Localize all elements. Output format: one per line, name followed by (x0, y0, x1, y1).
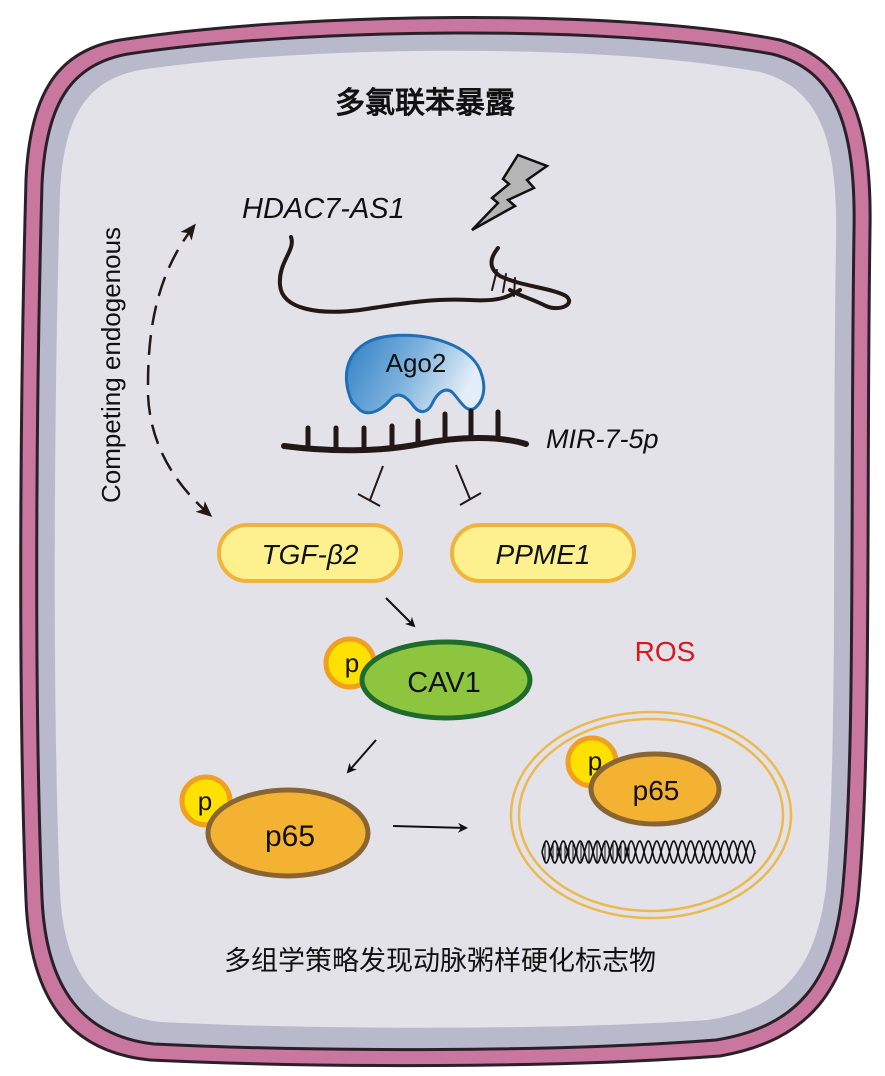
cytoplasm (54, 50, 837, 1028)
ago2-label: Ago2 (386, 348, 447, 378)
mirna-strand (281, 408, 529, 454)
ppme1-node: PPME1 (450, 523, 636, 583)
p65-cytoplasm-label: p65 (265, 820, 315, 853)
cav1-label: CAV1 (407, 667, 481, 699)
dna-strand (541, 840, 756, 864)
inhibition-arrow-ppme1 (455, 464, 482, 506)
mirna-label: MIR-7-5p (546, 424, 659, 454)
dna-strand (541, 840, 756, 864)
arrow-cav1-to-p65 (346, 739, 377, 774)
arrow-to-nucleus (392, 822, 468, 833)
cav1-phospho-label: p (345, 648, 359, 678)
p65-cytoplasm-phospho-label: p (198, 786, 212, 816)
tgf-beta2-label: TGF-β2 (262, 539, 359, 570)
dna-helix-icon (541, 840, 756, 864)
inhibition-arrow-tgf (357, 465, 384, 507)
cav1-node: p CAV1 (323, 636, 533, 721)
tgf-beta2-node: TGF-β2 (217, 523, 403, 583)
lightning-bolt-icon (471, 153, 550, 232)
p65-nucleus-label: p65 (633, 775, 680, 806)
ago2-protein: Ago2 (344, 333, 486, 415)
ceRNA-label: Competing endogenous (96, 227, 126, 503)
arrow-tgf-to-cav1 (385, 597, 416, 628)
diagram-caption: 多组学策略发现动脉粥样硬化标志物 (224, 946, 656, 977)
p65-nucleus-phospho-label: p (588, 746, 602, 776)
nucleus: p p65 (509, 710, 793, 920)
p65-cytoplasm-node: p p65 (179, 774, 371, 879)
ppme1-label: PPME1 (496, 539, 591, 570)
lncrna-strand (277, 235, 572, 314)
diagram-title: 多氯联苯暴露 (335, 86, 516, 121)
dashed-arrow-down (146, 394, 213, 517)
lncrna-label: HDAC7-AS1 (242, 193, 405, 225)
ros-label: ROS (635, 636, 696, 667)
cell-membrane (19, 16, 872, 1068)
